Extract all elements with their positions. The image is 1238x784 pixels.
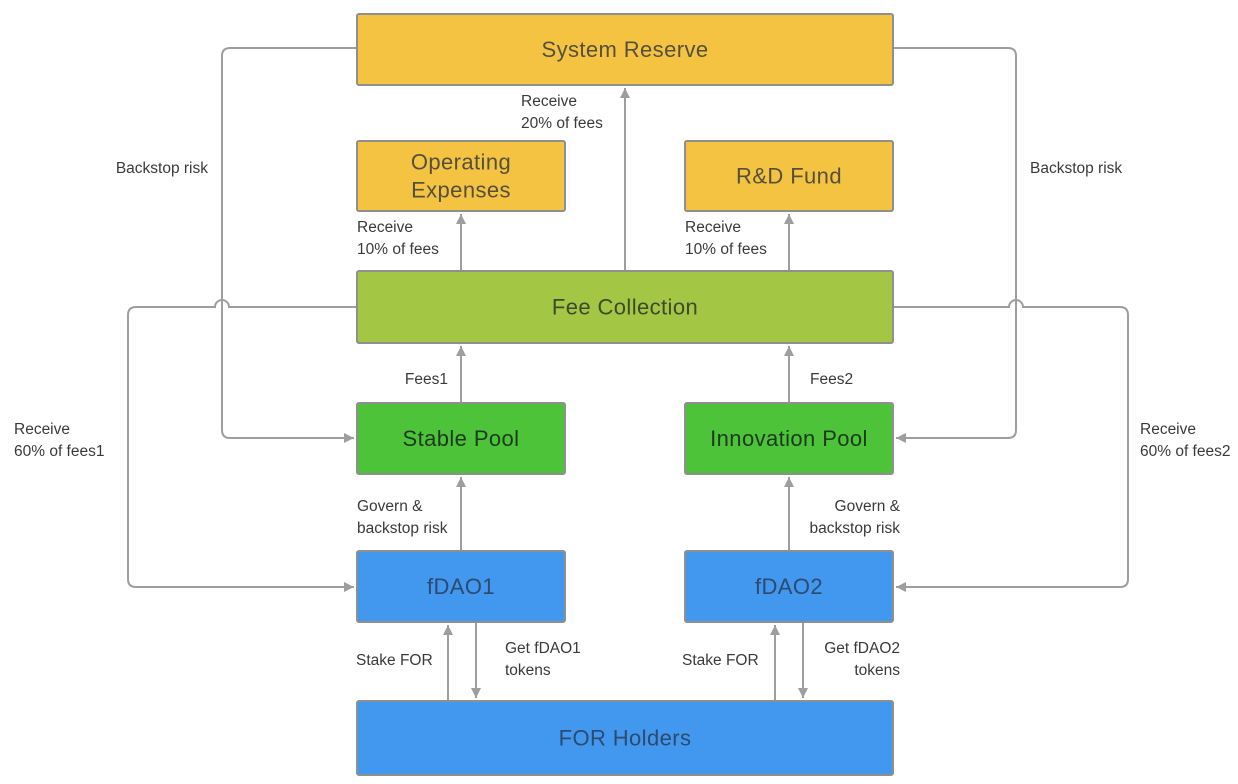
edge-label-line: Fees1 — [405, 371, 448, 388]
node-label-line: FOR Holders — [559, 726, 692, 751]
edge-label-line: Backstop risk — [116, 160, 208, 177]
node-rect-innovation-pool — [684, 402, 894, 475]
edge-label-line: backstop risk — [810, 520, 901, 537]
edge-label-line: Get fDAO1 — [505, 640, 581, 657]
label-get-fdao1-tokens: Get fDAO1 tokens — [505, 640, 581, 679]
node-innovation-pool: Innovation Pool — [684, 402, 894, 475]
node-label-innovation-pool: Innovation Pool — [710, 426, 868, 451]
label-receive-20-of-fees: Receive 20% of fees — [521, 93, 603, 132]
edge-label-line: 60% of fees2 — [1140, 443, 1230, 460]
edge-label-line: 10% of fees — [357, 241, 439, 258]
node-label-line: fDAO1 — [427, 574, 495, 599]
label-backstop-risk-right: Backstop risk — [1030, 160, 1122, 177]
edge-label-line: Govern & — [835, 498, 901, 515]
node-label-fdao2: fDAO2 — [755, 574, 823, 599]
label-receive-60-of-fees2: Receive 60% of fees2 — [1140, 421, 1230, 460]
label-govern-backstop-right: Govern & backstop risk — [810, 498, 901, 537]
node-rect-for-holders — [356, 700, 894, 776]
edge-label-line: Fees2 — [810, 371, 853, 388]
node-label-line: Stable Pool — [403, 426, 520, 451]
label-fees2: Fees2 — [810, 371, 853, 388]
node-fdao2: fDAO2 — [684, 550, 894, 623]
node-label-for-holders: FOR Holders — [559, 726, 692, 751]
edge-label-line: tokens — [854, 662, 900, 679]
edge-reserve-to-stable — [221, 47, 357, 443]
label-backstop-risk-left: Backstop risk — [116, 160, 208, 177]
edge-label-line: Backstop risk — [1030, 160, 1122, 177]
edge-label-line: Receive — [14, 421, 70, 438]
edge-label-line: Stake FOR — [682, 652, 759, 669]
edge-fee-to-fdao2 — [893, 299, 1129, 592]
node-rect-fdao2 — [684, 550, 894, 623]
edge-label-line: tokens — [505, 662, 551, 679]
node-label-fdao1: fDAO1 — [427, 574, 495, 599]
edge-label-line: Get fDAO2 — [824, 640, 900, 657]
node-label-line: Expenses — [411, 178, 511, 203]
edge-label-line: 60% of fees1 — [14, 443, 104, 460]
node-label-line: Fee Collection — [552, 295, 698, 320]
node-rect-operating-expenses — [356, 140, 566, 212]
label-get-fdao2-tokens: Get fDAO2 tokens — [824, 640, 900, 679]
node-label-line: System Reserve — [542, 37, 709, 62]
label-fees1: Fees1 — [405, 371, 448, 388]
edge-label-line: 10% of fees — [685, 241, 767, 258]
label-receive-60-of-fees1: Receive 60% of fees1 — [14, 421, 104, 460]
edge-label-line: Govern & — [357, 498, 423, 515]
node-for-holders: FOR Holders — [356, 700, 894, 776]
edge-label-line: backstop risk — [357, 520, 448, 537]
edge-label-line: 20% of fees — [521, 115, 603, 132]
node-stable-pool: Stable Pool — [356, 402, 566, 475]
edge-label-line: Receive — [1140, 421, 1196, 438]
node-label-fee-collection: Fee Collection — [552, 295, 698, 320]
edge-label-line: Receive — [521, 93, 577, 110]
node-rect-stable-pool — [356, 402, 566, 475]
node-label-line: Operating — [411, 150, 511, 175]
node-rect-fdao1 — [356, 550, 566, 623]
label-govern-backstop-left: Govern & backstop risk — [357, 498, 448, 537]
edge-label-line: Receive — [357, 219, 413, 236]
edge-fee-to-fdao1 — [127, 299, 357, 592]
node-rect-fee-collection — [356, 270, 894, 344]
node-label-rd-fund: R&D Fund — [736, 164, 842, 189]
node-rect-system-reserve — [356, 13, 894, 86]
label-receive-10-of-fees-right: Receive 10% of fees — [685, 219, 767, 258]
node-fee-collection: Fee Collection — [356, 270, 894, 344]
node-label-system-reserve: System Reserve — [542, 37, 709, 62]
edge-reserve-to-innovation — [893, 47, 1017, 443]
label-stake-for-left: Stake FOR — [356, 652, 433, 669]
label-receive-10-of-fees-left: Receive 10% of fees — [357, 219, 439, 258]
edge-label-line: Stake FOR — [356, 652, 433, 669]
node-label-stable-pool: Stable Pool — [403, 426, 520, 451]
node-rd-fund: R&D Fund — [684, 140, 894, 212]
edge-layer — [127, 47, 1129, 700]
node-system-reserve: System Reserve — [356, 13, 894, 86]
edge-label-line: Receive — [685, 219, 741, 236]
node-label-line: Innovation Pool — [710, 426, 868, 451]
node-rect-rd-fund — [684, 140, 894, 212]
node-label-line: fDAO2 — [755, 574, 823, 599]
label-stake-for-right: Stake FOR — [682, 652, 759, 669]
node-label-line: R&D Fund — [736, 164, 842, 189]
node-fdao1: fDAO1 — [356, 550, 566, 623]
